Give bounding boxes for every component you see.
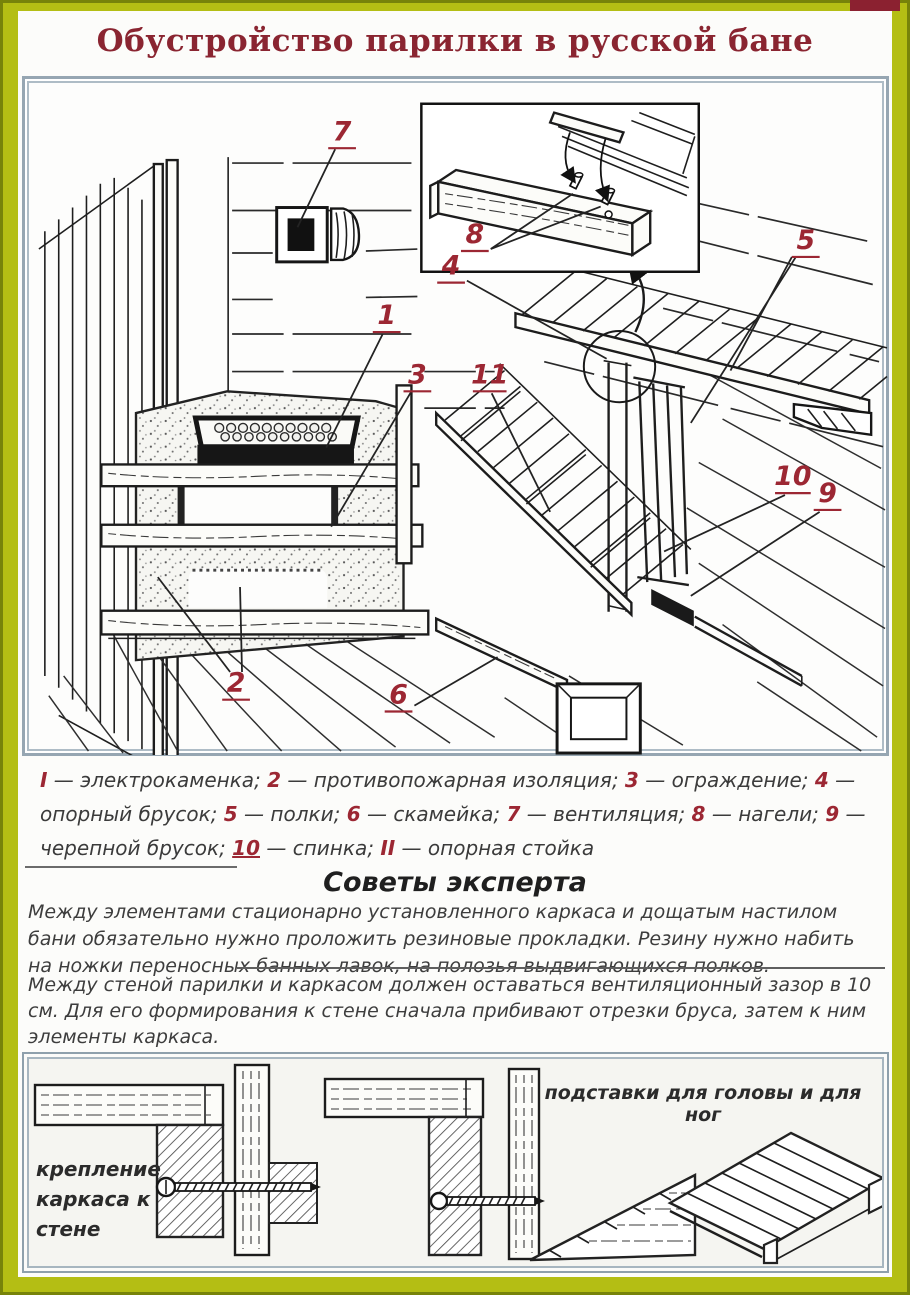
caption-line: каркаса к [36, 1187, 151, 1211]
bench [435, 616, 642, 755]
sauna-diagram-drawing: 1 2 3 4 5 6 7 8 9 10 11 [38, 102, 888, 755]
legend-item-dash: — [360, 802, 394, 826]
legend-item-text: противопожарная изоляция [313, 768, 612, 792]
legend-item-dash: — [638, 768, 672, 792]
legend-item-text: опорный брусок [40, 802, 211, 826]
wedge-support [529, 1173, 697, 1262]
wall-mount-detail-1 [33, 1063, 321, 1257]
legend-item-text: электрокаменка [80, 768, 255, 792]
callout-9: 9 [818, 478, 837, 509]
electric-heater [100, 384, 430, 662]
legend-item-separator: ; [678, 802, 692, 826]
legend-item-text: скамейка [393, 802, 494, 826]
legend-item-dash: — [395, 836, 428, 860]
legend-item-number: 7 [506, 802, 521, 826]
legend-item-separator: ; [219, 836, 233, 860]
callout-1: 1 [377, 300, 396, 331]
legend-item-number: 3 [624, 768, 639, 792]
detail-magnifier [582, 261, 657, 404]
caption-line: стене [36, 1217, 101, 1241]
ventilation [275, 206, 361, 264]
legend-item-number: 2 [267, 768, 282, 792]
callout-2: 2 [227, 668, 246, 699]
tips-paragraph-2: Между стеной парилки и каркасом должен о… [28, 974, 872, 1048]
top-right-accent [850, 0, 900, 11]
legend-item-number: II [380, 836, 396, 860]
legend-item-separator: ; [801, 768, 815, 792]
caption-headrests: подставки для головы и для ног [544, 1082, 862, 1126]
legend-item-number: 5 [223, 802, 238, 826]
callout-6: 6 [389, 680, 408, 711]
heater-side-post [395, 384, 413, 565]
sauna-diagram-box: 1 2 3 4 5 6 7 8 9 10 11 [22, 76, 889, 756]
support-post [603, 359, 632, 612]
legend-item-dash: — [281, 768, 314, 792]
guard-rails [100, 463, 430, 640]
shelves [435, 268, 888, 687]
legend-item-separator: ; [493, 802, 507, 826]
callout-5: 5 [796, 225, 815, 256]
legend-item-number: 10 [232, 836, 260, 860]
backrest [633, 376, 690, 587]
callout-leaders [157, 148, 821, 707]
legend-item-number: 8 [691, 802, 706, 826]
poster-content: Обустройство парилки в русской бане [18, 11, 892, 1277]
legend-item-separator: ; [367, 836, 381, 860]
legend-item-text: опорная стойка [427, 836, 595, 860]
legend-item-dash: — [237, 802, 271, 826]
legend-item-dash: — [705, 802, 739, 826]
legend-item-separator: ; [611, 768, 625, 792]
callout-3: 3 [408, 359, 427, 390]
tips-paragraph-1: Между элементами стационарно установленн… [28, 901, 855, 977]
legend-item-separator: ; [210, 802, 224, 826]
legend-item-separator: ; [333, 802, 347, 826]
legend-item-dash: — [839, 802, 866, 826]
legend-item-number: 9 [825, 802, 840, 826]
details-panel: подставки для головы и для ног крепление… [22, 1052, 889, 1273]
headrest-stand [667, 1131, 882, 1265]
legend-item-text: черепной брусок [40, 836, 220, 860]
legend-item-dash: — [47, 768, 81, 792]
dowel-detail-inset [420, 102, 701, 273]
legend-item-dash: — [520, 802, 554, 826]
details-drawings [33, 1063, 882, 1265]
ledger-board [651, 588, 694, 627]
divider-line-2 [237, 967, 885, 969]
callout-8: 8 [466, 219, 485, 250]
caption-line: крепление [36, 1157, 161, 1181]
legend-item-separator: ; [254, 768, 268, 792]
legend-item-text: полки [270, 802, 334, 826]
legend-item-dash: — [828, 768, 856, 792]
legend-item-number: I [40, 768, 48, 792]
legend-item-text: спинка [292, 836, 368, 860]
legend: I — электрокаменка; 2 — противопожарная … [40, 763, 880, 865]
caption-frame-mounting: крепление каркаса к стене [36, 1154, 206, 1244]
legend-item-dash: — [260, 836, 293, 860]
legend-item-text: ограждение [671, 768, 802, 792]
callout-4: 4 [441, 251, 461, 282]
callout-11: 11 [471, 359, 508, 390]
legend-item-number: 4 [814, 768, 829, 792]
wall-mount-detail-2 [323, 1067, 545, 1261]
callout-7: 7 [333, 116, 352, 147]
legend-item-text: вентиляция [553, 802, 679, 826]
callout-10: 10 [774, 461, 811, 492]
stones-tray [192, 415, 361, 466]
legend-item-number: 6 [346, 802, 361, 826]
divider-line [25, 866, 237, 868]
page-title: Обустройство парилки в русской бане [96, 23, 814, 59]
tips-heading: Советы эксперта [323, 867, 587, 898]
callout-numbers: 1 2 3 4 5 6 7 8 9 10 11 [222, 116, 842, 713]
legend-item-text: нагели [738, 802, 813, 826]
legend-item-separator: ; [812, 802, 826, 826]
